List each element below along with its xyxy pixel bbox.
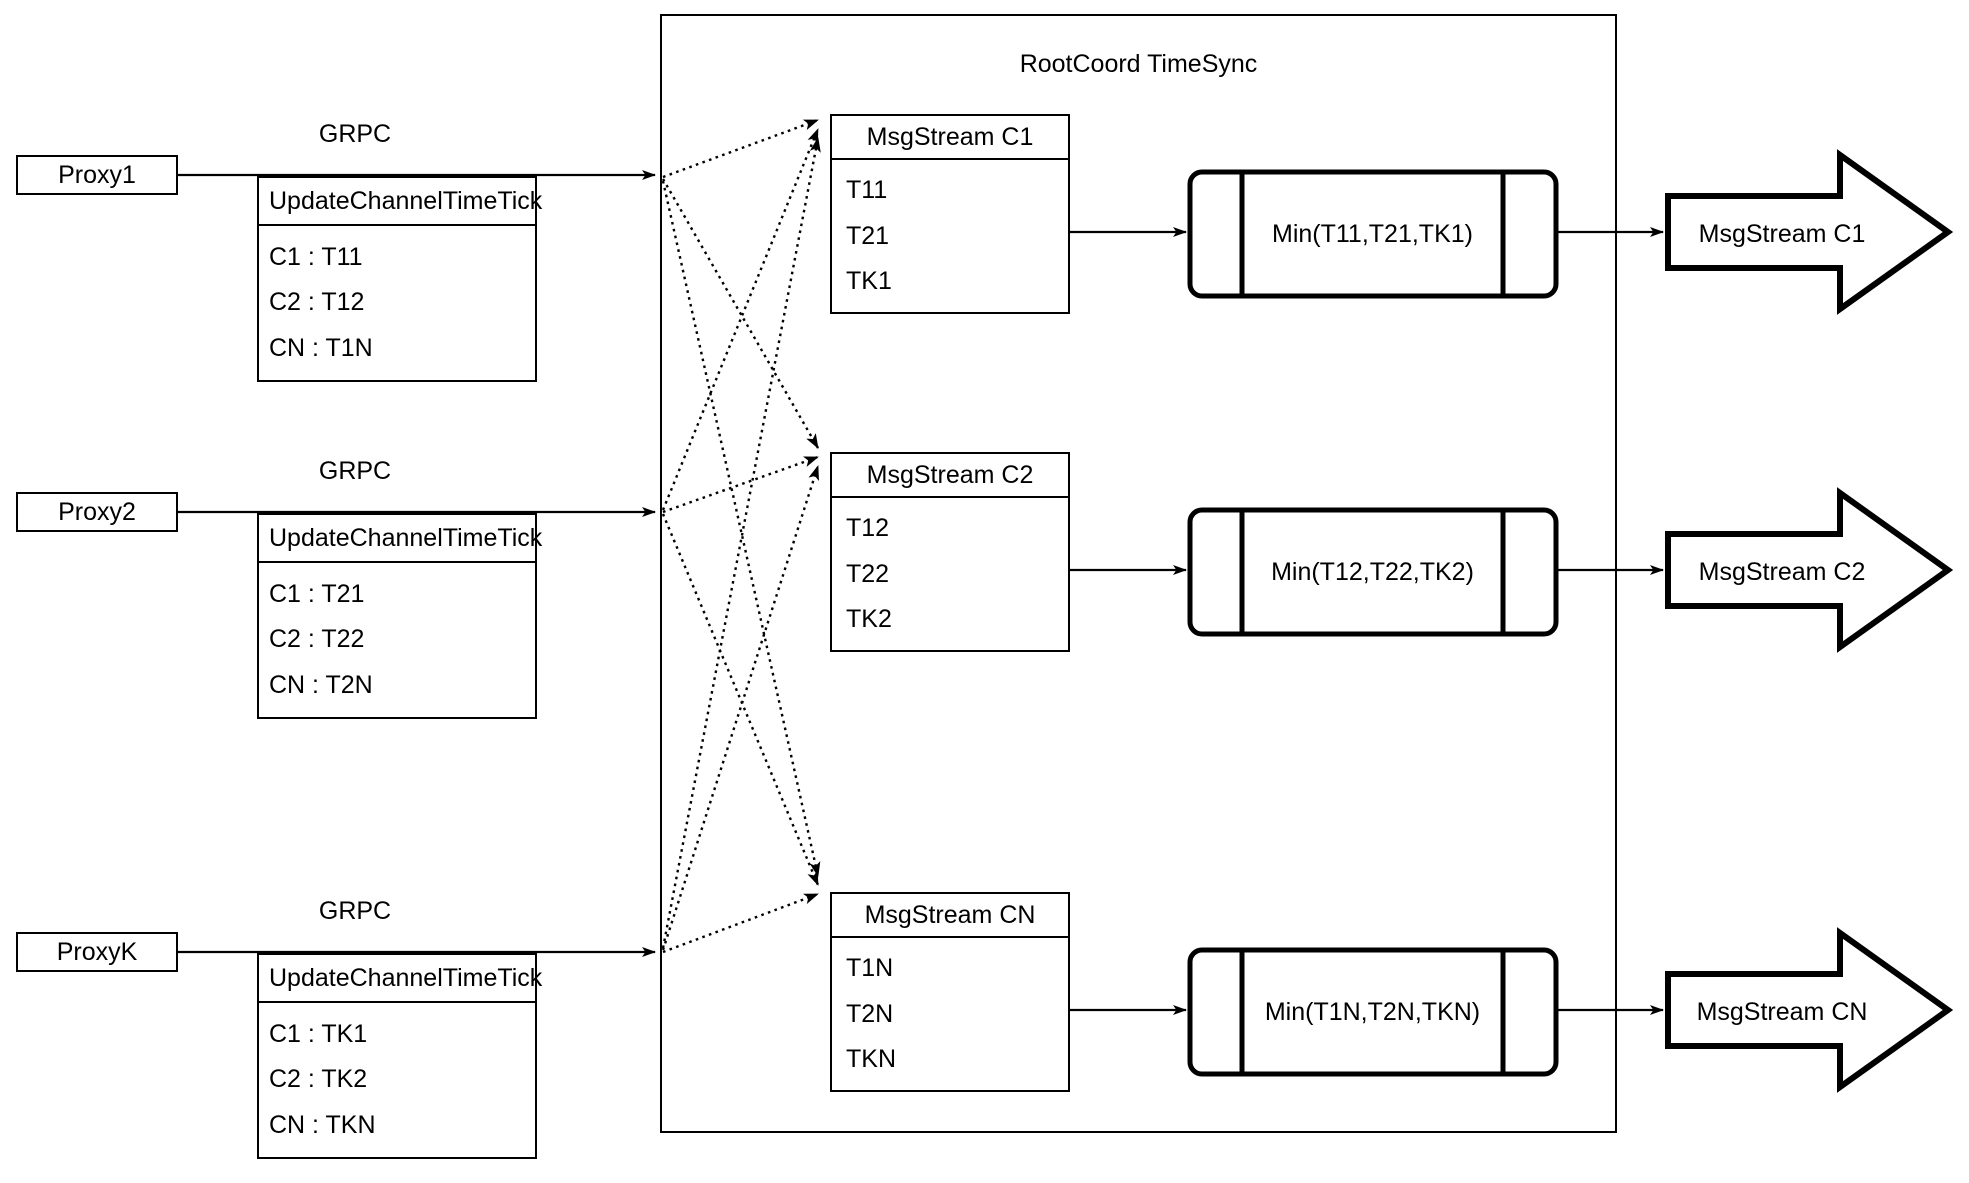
msgstream-row: T12: [846, 514, 890, 543]
min-process-label-c2: Min(T12,T22,TK2): [1271, 558, 1474, 586]
grpc-label-1: GRPC: [318, 120, 392, 148]
proxy-box-1[interactable]: Proxy1: [16, 155, 178, 195]
timetick-row: C2 : TK2: [269, 1065, 368, 1094]
msgstream-row: TK1: [846, 266, 892, 295]
msgstream-row: T21: [846, 221, 890, 250]
msgstream-title-cn: MsgStream CN: [832, 894, 1068, 938]
timetick-row: C1 : T21: [269, 579, 365, 608]
msgstream-row: T22: [846, 559, 890, 588]
msgstream-row: T11: [846, 176, 888, 205]
min-process-label-c1: Min(T11,T21,TK1): [1272, 220, 1473, 248]
update-channel-timetick-box-1: UpdateChannelTimeTick C1 : T11 C2 : T12 …: [257, 176, 542, 382]
proxy-box-2[interactable]: Proxy2: [16, 492, 178, 532]
msgstream-row: T1N: [846, 954, 894, 983]
timetick-rows-1: C1 : T11 C2 : T12 CN : T1N: [259, 226, 535, 380]
min-process-label-cn: Min(T1N,T2N,TKN): [1264, 998, 1481, 1026]
msgstream-rows-c1: T11 T21 TK1: [832, 160, 1068, 312]
rootcoord-timesync-container: RootCoord TimeSync: [660, 14, 1617, 1133]
timetick-rows-3: C1 : TK1 C2 : TK2 CN : TKN: [259, 1003, 535, 1157]
msgstream-row: TK2: [846, 604, 892, 633]
update-channel-timetick-box-2: UpdateChannelTimeTick C1 : T21 C2 : T22 …: [257, 513, 542, 719]
output-block-arrows: [1665, 149, 1954, 1093]
proxy-label-1: Proxy1: [58, 160, 136, 189]
proxy-label-3: ProxyK: [56, 937, 138, 966]
msgstream-title-c1: MsgStream C1: [832, 116, 1068, 160]
msgstream-box-c1: MsgStream C1 T11 T21 TK1: [830, 114, 1070, 314]
timetick-title-3: UpdateChannelTimeTick: [259, 955, 542, 1003]
timetick-row: CN : T1N: [269, 333, 373, 362]
grpc-label-2: GRPC: [318, 457, 392, 485]
output-arrow-label-c2: MsgStream C2: [1698, 558, 1866, 586]
msgstream-rows-cn: T1N T2N TKN: [832, 938, 1068, 1090]
timetick-row: C2 : T22: [269, 625, 365, 654]
msgstream-row: TKN: [846, 1044, 896, 1073]
timetick-rows-2: C1 : T21 C2 : T22 CN : T2N: [259, 563, 535, 717]
timetick-title-2: UpdateChannelTimeTick: [259, 515, 542, 563]
msgstream-title-c2: MsgStream C2: [832, 454, 1068, 498]
update-channel-timetick-box-3: UpdateChannelTimeTick C1 : TK1 C2 : TK2 …: [257, 953, 542, 1159]
timetick-row: C1 : T11: [269, 242, 363, 271]
msgstream-row: T2N: [846, 999, 894, 1028]
timetick-row: CN : TKN: [269, 1110, 376, 1139]
output-arrow-label-c1: MsgStream C1: [1698, 220, 1866, 248]
msgstream-box-c2: MsgStream C2 T12 T22 TK2: [830, 452, 1070, 652]
timetick-row: C2 : T12: [269, 288, 365, 317]
timetick-row: C1 : TK1: [269, 1019, 368, 1048]
output-arrow-label-cn: MsgStream CN: [1696, 998, 1868, 1026]
proxy-box-3[interactable]: ProxyK: [16, 932, 178, 972]
rootcoord-timesync-title: RootCoord TimeSync: [1019, 50, 1258, 78]
timetick-row: CN : T2N: [269, 670, 373, 699]
msgstream-rows-c2: T12 T22 TK2: [832, 498, 1068, 650]
grpc-label-3: GRPC: [318, 897, 392, 925]
proxy-label-2: Proxy2: [58, 497, 136, 526]
timetick-title-1: UpdateChannelTimeTick: [259, 178, 542, 226]
msgstream-box-cn: MsgStream CN T1N T2N TKN: [830, 892, 1070, 1092]
